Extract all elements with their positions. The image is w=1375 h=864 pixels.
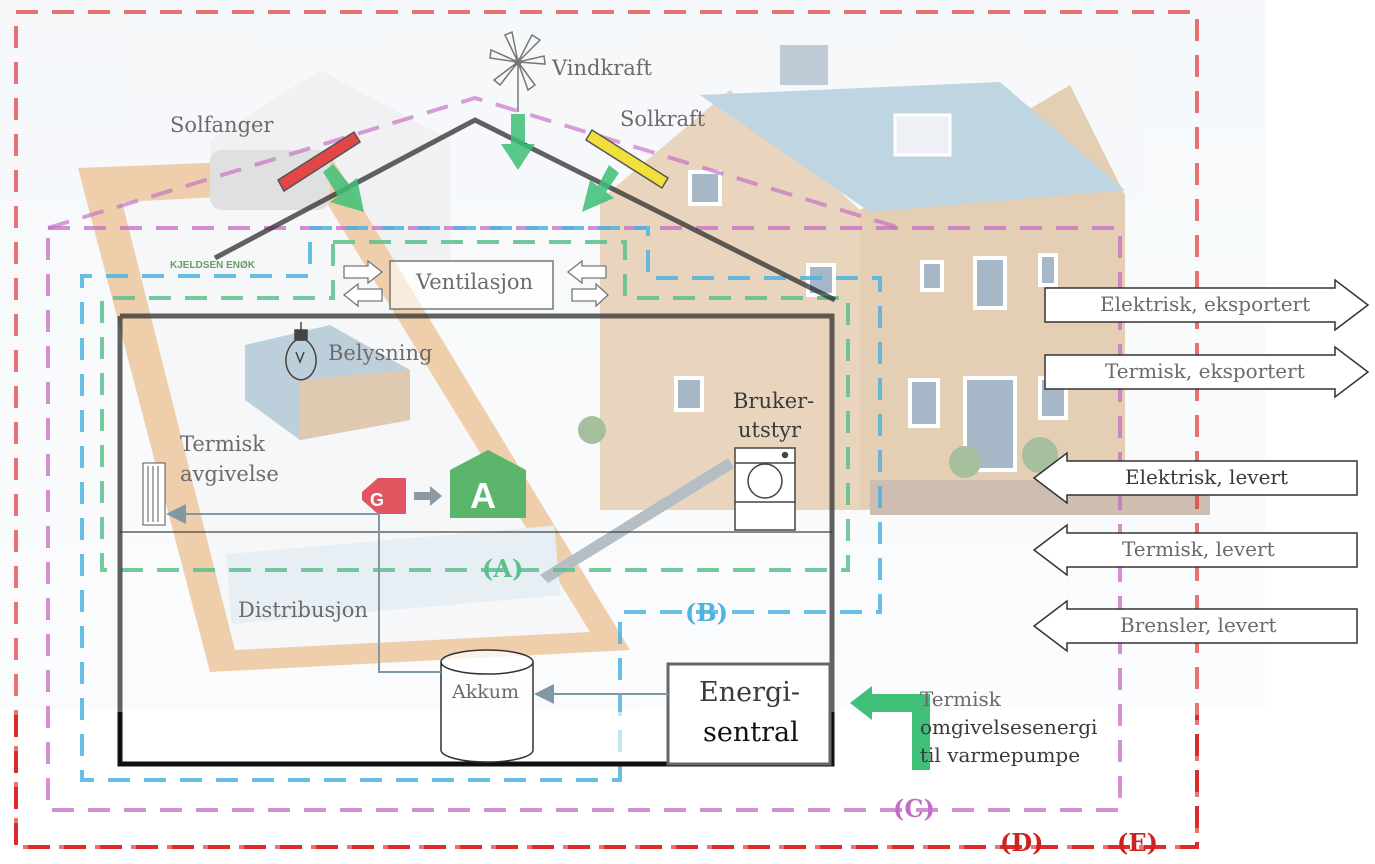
user-equipment-label-line1: Bruker- xyxy=(733,389,815,413)
distribution-pipes xyxy=(166,504,668,704)
thermal-emission-label-line1: Termisk xyxy=(180,432,265,456)
electric-export-arrow xyxy=(1044,278,1370,332)
energy-central-label-line1: Energi- xyxy=(699,677,801,708)
thermal-export-label: Termisk, eksportert xyxy=(1105,359,1305,383)
light-bulb-icon xyxy=(285,322,317,381)
energy-central-label-line2: sentral xyxy=(703,717,799,748)
boundary-c-roof xyxy=(47,95,901,230)
pv-inflow-arrow xyxy=(582,165,619,212)
energy-label-icon: G A xyxy=(362,450,526,518)
solar-collector-label: Solfanger xyxy=(170,113,274,137)
boundary-b-label: (B) xyxy=(685,598,728,627)
solar-panel-icon xyxy=(584,128,670,190)
thermal-delivered-label: Termisk, levert xyxy=(1122,537,1275,561)
solar-thermal-inflow-arrow xyxy=(323,164,364,212)
ventilation-label: Ventilasjon xyxy=(416,270,534,294)
washing-machine-icon xyxy=(734,447,796,531)
ambient-energy-arrow xyxy=(850,686,930,770)
wind-inflow-arrow xyxy=(501,114,535,170)
wind-power-label: Vindkraft xyxy=(552,56,652,80)
electric-export-label: Elektrisk, eksportert xyxy=(1100,292,1311,316)
energy-label-from: G xyxy=(370,490,384,510)
lighting-label: Belysning xyxy=(328,341,433,365)
accumulator-label: Akkum xyxy=(452,681,520,703)
energy-central-box xyxy=(666,662,832,766)
solar-collector-icon xyxy=(277,130,362,193)
boundary-a-frame xyxy=(100,240,850,572)
thermal-emission-label-line2: avgivelse xyxy=(180,462,279,486)
fuel-delivered-arrow xyxy=(1032,599,1358,653)
energy-label-to: A xyxy=(470,475,496,516)
thermal-delivered-arrow xyxy=(1032,523,1358,577)
boundary-c-label: (C) xyxy=(893,794,935,823)
boundary-a-label: (A) xyxy=(482,554,524,583)
boundary-b-frame xyxy=(80,226,882,782)
boundary-e-label: (E) xyxy=(1117,828,1159,857)
electric-delivered-arrow xyxy=(1032,451,1358,505)
boundary-d-label: (D) xyxy=(1000,828,1044,857)
radiator-icon xyxy=(142,462,166,526)
clipboard-brand: KJELDSEN ENØK xyxy=(170,260,256,271)
ambient-energy-label-line2: omgivelsesenergi xyxy=(920,715,1098,739)
ventilation-arrows xyxy=(342,259,609,308)
thermal-export-arrow xyxy=(1044,345,1370,399)
fuel-delivered-label: Brensler, levert xyxy=(1120,613,1277,637)
accumulator-tank-icon xyxy=(440,649,534,763)
solar-power-label: Solkraft xyxy=(620,107,706,131)
distribution-label: Distribusjon xyxy=(238,598,368,622)
ventilation-unit xyxy=(389,260,554,310)
ambient-energy-label-line1: Termisk xyxy=(920,687,1001,711)
wind-turbine-icon xyxy=(489,30,546,112)
electric-delivered-label: Elektrisk, levert xyxy=(1125,465,1289,489)
boundary-d-frame xyxy=(14,715,1199,849)
user-equipment-label-line2: utstyr xyxy=(738,418,802,442)
ambient-energy-label-line3: til varmepumpe xyxy=(920,743,1081,767)
